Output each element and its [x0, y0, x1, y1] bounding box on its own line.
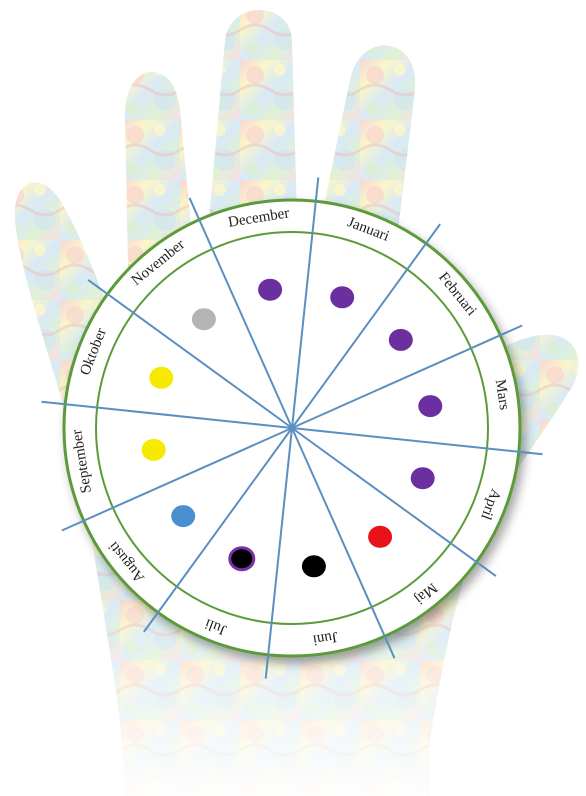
month-dot-oktober	[149, 367, 173, 389]
month-dot-februari	[389, 329, 413, 351]
month-dot-maj	[368, 526, 392, 548]
month-dot-april	[411, 467, 435, 489]
month-dot-juli	[230, 548, 254, 570]
month-dot-januari	[330, 286, 354, 308]
month-dot-mars	[418, 395, 442, 417]
month-dot-november	[192, 308, 216, 330]
month-dot-december	[258, 279, 282, 301]
month-dot-juni	[302, 555, 326, 577]
month-dot-september	[142, 439, 166, 461]
month-dot-augusti	[171, 505, 195, 527]
